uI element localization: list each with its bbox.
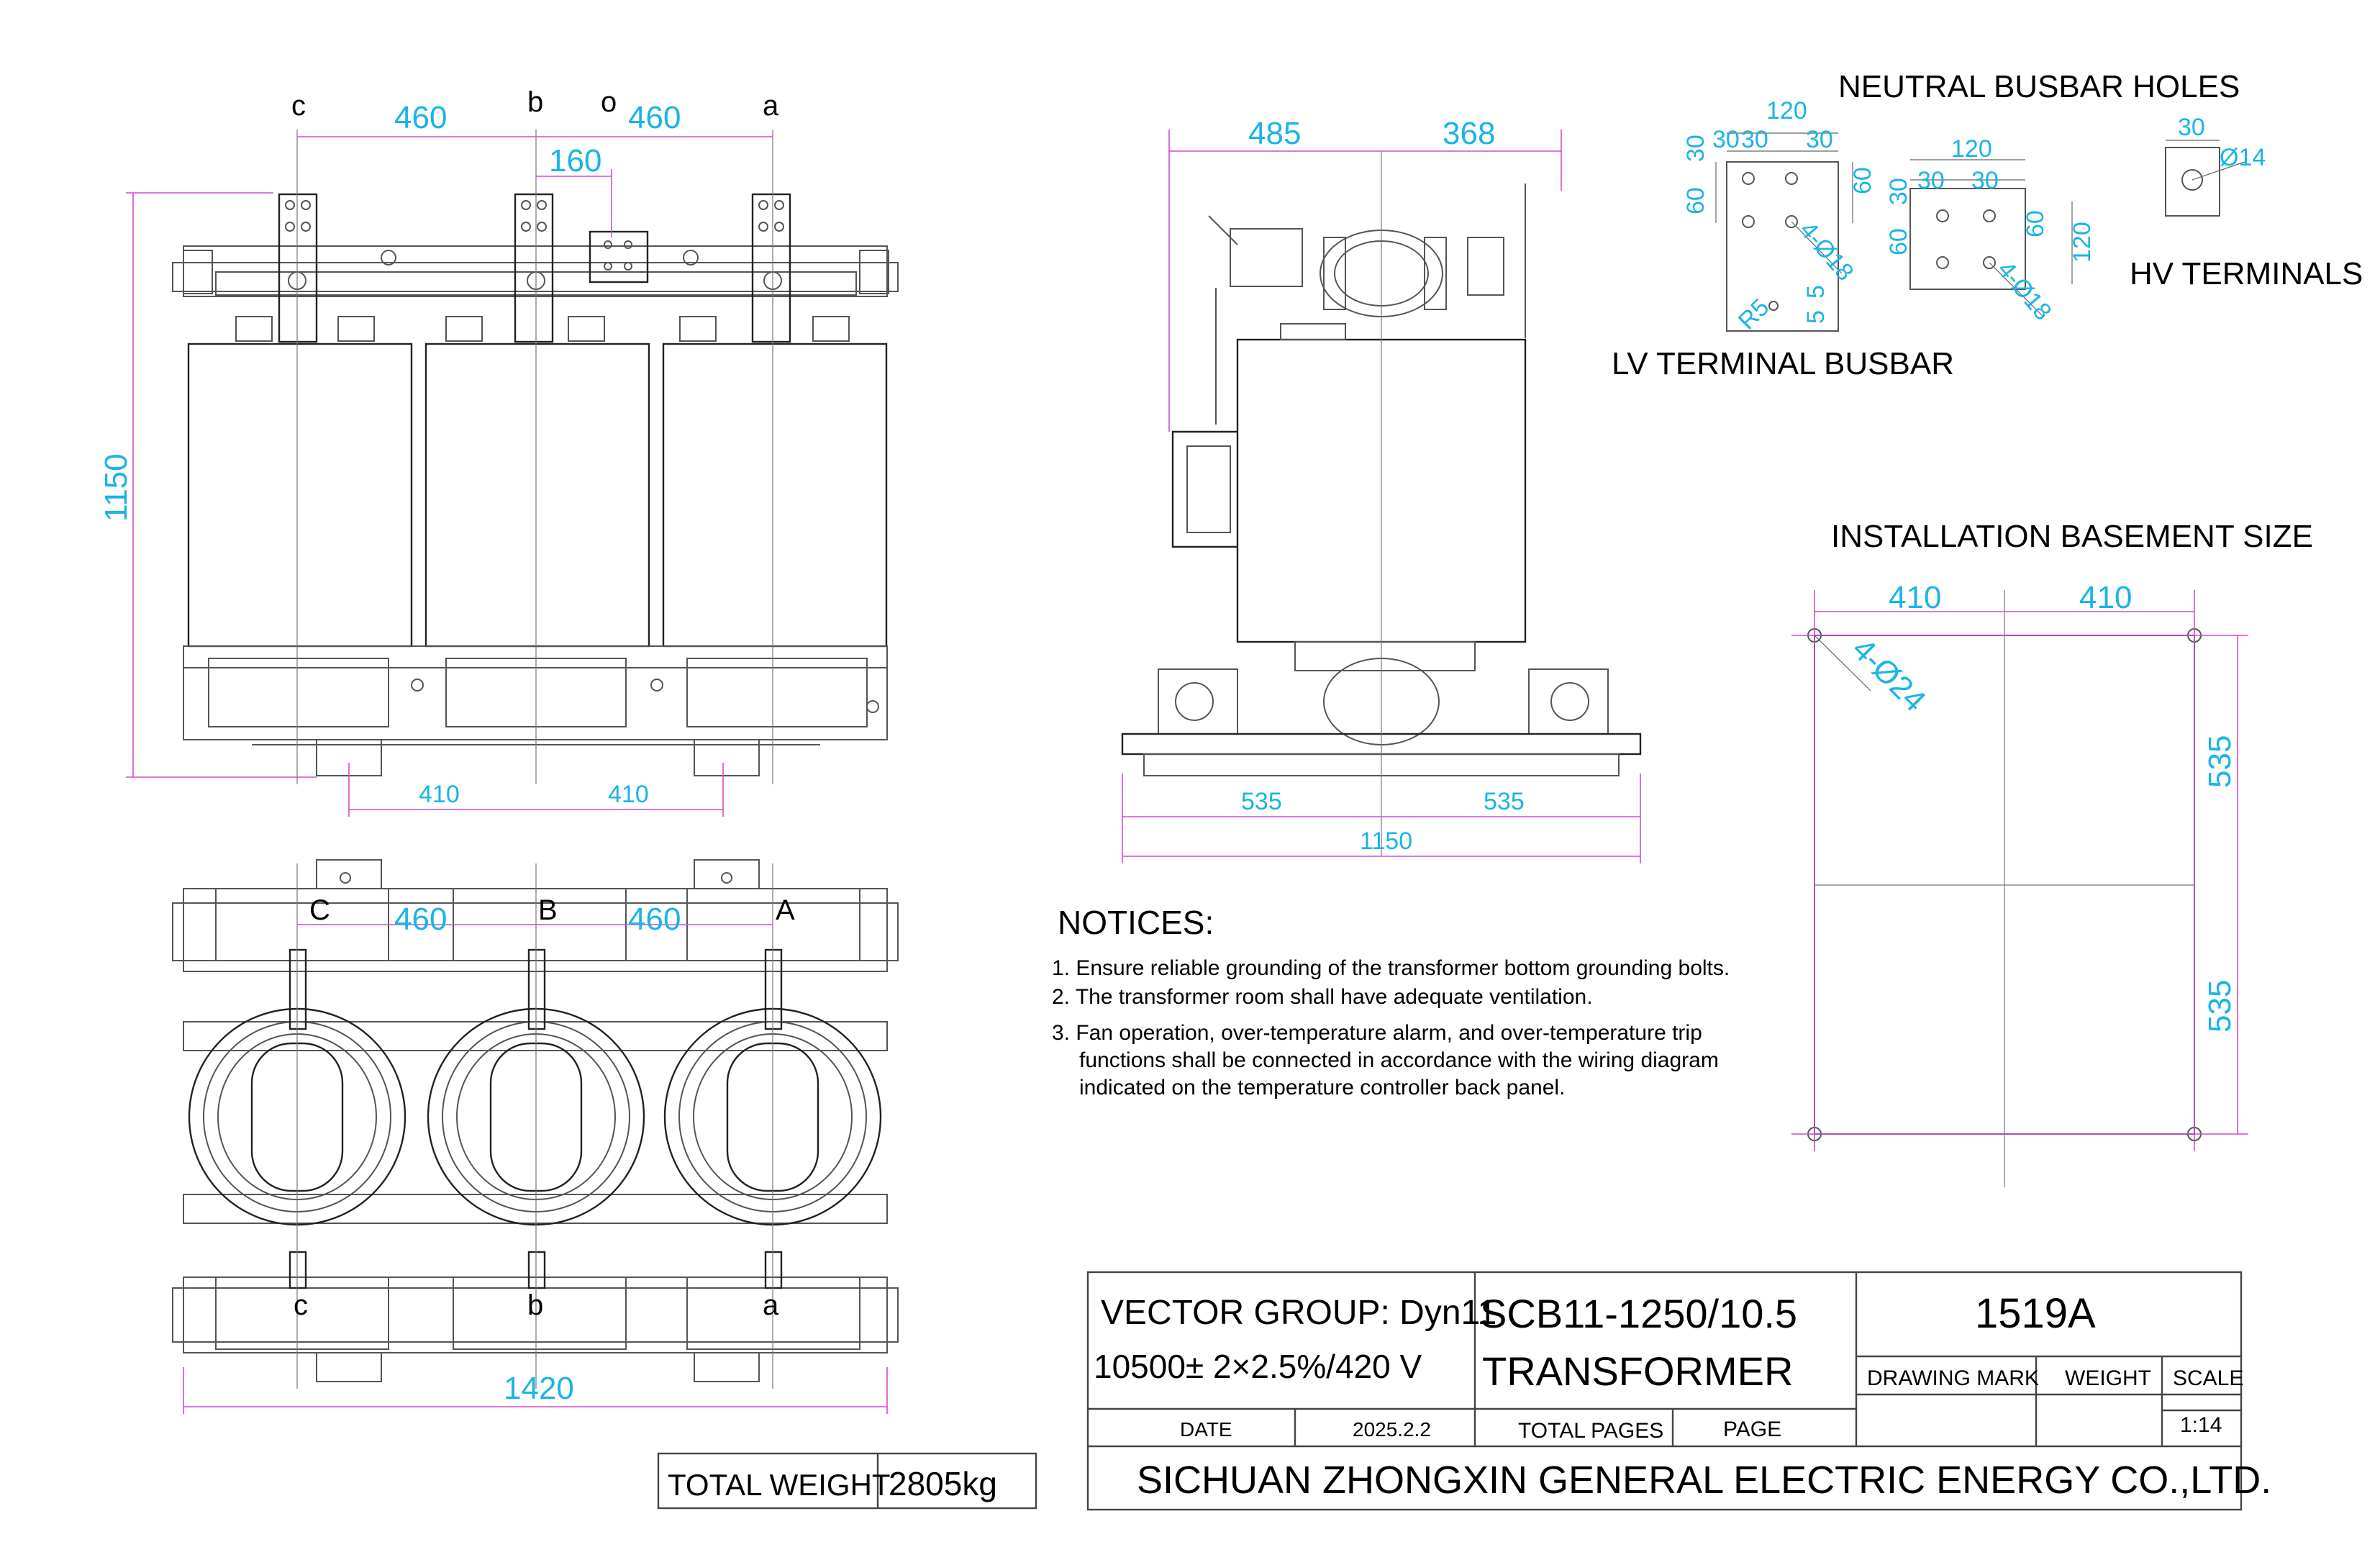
scale-label: SCALE bbox=[2173, 1366, 2243, 1390]
drawing-mark-label: DRAWING MARK bbox=[1867, 1366, 2039, 1390]
busbar-b-c1: 30 bbox=[1917, 167, 1945, 194]
dim-plan-length: 1420 bbox=[504, 1371, 574, 1406]
voltage-rating: 10500± 2×2.5%/420 V bbox=[1094, 1348, 1422, 1385]
busbar-a-width: 120 bbox=[1766, 97, 1807, 124]
dim-side-total: 1150 bbox=[1360, 827, 1412, 855]
title-block: VECTOR GROUP: Dyn11 10500± 2×2.5%/420 V … bbox=[1086, 1271, 2271, 1511]
hv-terminals-title: HV TERMINALS bbox=[2130, 256, 2363, 291]
phase-a-label: a bbox=[763, 90, 779, 122]
dim-side-base-left: 535 bbox=[1241, 788, 1282, 815]
total-weight-box: TOTAL WEIGHT 2805kg bbox=[657, 1452, 1037, 1510]
hv-label-c: C bbox=[309, 894, 330, 926]
notice-3: 3. Fan operation, over-temperature alarm… bbox=[1052, 1021, 1702, 1045]
dim-side-top-left: 485 bbox=[1248, 116, 1301, 151]
busbar-a-c2: 30 bbox=[1741, 126, 1768, 153]
phase-c-label: c bbox=[291, 90, 306, 122]
hv-terminals-detail: 30 Ø14 HV TERMINALS bbox=[2130, 114, 2363, 291]
busbar-a-c1: 30 bbox=[1712, 126, 1740, 153]
hv-label-b: B bbox=[538, 894, 558, 926]
dim-o: 160 bbox=[549, 143, 601, 178]
dim-side-base-right: 535 bbox=[1484, 788, 1525, 815]
dim-height: 1150 bbox=[99, 453, 134, 522]
busbar-a-h1: 30 bbox=[1682, 135, 1709, 162]
total-pages-label: TOTAL PAGES bbox=[1518, 1419, 1663, 1443]
phase-b-label: b bbox=[527, 86, 543, 118]
busbar-a-holes: 4-Ø18 bbox=[1794, 217, 1859, 286]
lv-label-b: b bbox=[527, 1289, 543, 1321]
vector-group: VECTOR GROUP: Dyn11 bbox=[1101, 1294, 1496, 1332]
drawing-number: 1519A bbox=[1975, 1290, 2096, 1337]
product-type: TRANSFORMER bbox=[1482, 1348, 1793, 1394]
installation-basement: INSTALLATION BASEMENT SIZE 410 410 4-Ø24… bbox=[1791, 519, 2313, 1187]
hv-terminal-hole: Ø14 bbox=[2220, 144, 2266, 171]
busbar-b-c2: 30 bbox=[1971, 167, 1999, 194]
dim-b-a: 460 bbox=[628, 100, 681, 135]
busbar-b-h1: 30 bbox=[1885, 178, 1912, 205]
front-view: c b o a 460 460 160 1150 410 410 bbox=[99, 86, 899, 817]
hv-label-a: A bbox=[776, 894, 795, 926]
basement-title: INSTALLATION BASEMENT SIZE bbox=[1831, 519, 2313, 554]
company-name: SICHUAN ZHONGXIN GENERAL ELECTRIC ENERGY… bbox=[1137, 1459, 2271, 1502]
basement-dim-right-top: 535 bbox=[2202, 735, 2238, 788]
neutral-busbar-title: NEUTRAL BUSBAR HOLES bbox=[1838, 69, 2240, 104]
lv-label-c: c bbox=[294, 1289, 308, 1321]
dim-base-right: 410 bbox=[608, 781, 649, 808]
date-value: 2025.2.2 bbox=[1353, 1418, 1431, 1441]
notice-3-cont-1: functions shall be connected in accordan… bbox=[1079, 1048, 1719, 1072]
notices: NOTICES: 1. Ensure reliable grounding of… bbox=[1052, 904, 1730, 1099]
dim-plan-right: 460 bbox=[628, 902, 681, 937]
notice-1: 1. Ensure reliable grounding of the tran… bbox=[1052, 956, 1730, 980]
scale-value: 1:14 bbox=[2180, 1413, 2222, 1437]
page-label: PAGE bbox=[1723, 1418, 1781, 1441]
dim-c-b: 460 bbox=[394, 100, 447, 135]
lv-terminal-busbar-title: LV TERMINAL BUSBAR bbox=[1612, 346, 1954, 381]
phase-o-label: o bbox=[601, 86, 617, 118]
total-weight-value: 2805kg bbox=[889, 1465, 997, 1502]
notice-3-cont-2: indicated on the temperature controller … bbox=[1079, 1076, 1565, 1099]
busbar-a-radius: R5 bbox=[1733, 294, 1775, 335]
busbar-b-holes: 4-Ø18 bbox=[1992, 256, 2057, 326]
busbar-b-h3: 60 bbox=[2022, 210, 2049, 237]
dim-plan-left: 460 bbox=[394, 902, 447, 937]
weight-label: WEIGHT bbox=[2065, 1366, 2151, 1390]
model-number: SCB11-1250/10.5 bbox=[1480, 1291, 1797, 1336]
plan-view: C B A 460 460 c b a 1420 bbox=[172, 859, 899, 1414]
busbar-a-h2: 60 bbox=[1682, 187, 1709, 214]
notices-title: NOTICES: bbox=[1058, 904, 1214, 941]
busbar-a-h3: 60 bbox=[1849, 167, 1876, 194]
lv-label-a: a bbox=[763, 1289, 779, 1321]
notice-2: 2. The transformer room shall have adequ… bbox=[1052, 985, 1593, 1009]
busbar-b-width: 120 bbox=[1951, 135, 1992, 163]
basement-holes: 4-Ø24 bbox=[1845, 631, 1932, 718]
busbar-a-s2: 5 bbox=[1802, 310, 1830, 324]
busbar-b-h4: 120 bbox=[2068, 222, 2096, 263]
busbar-a-s1: 5 bbox=[1802, 285, 1830, 299]
neutral-busbar-holes: NEUTRAL BUSBAR HOLES 120 30 30 30 30 60 … bbox=[1612, 69, 2240, 381]
busbar-b-h2: 60 bbox=[1885, 228, 1912, 255]
dim-side-top-right: 368 bbox=[1443, 116, 1495, 151]
dim-base-left: 410 bbox=[419, 781, 460, 808]
basement-dim-right-bottom: 535 bbox=[2202, 980, 2238, 1033]
busbar-a-c3: 30 bbox=[1806, 126, 1833, 153]
total-weight-label: TOTAL WEIGHT bbox=[668, 1468, 891, 1502]
side-view: 485 368 535 535 1150 bbox=[1121, 116, 1642, 863]
date-label: DATE bbox=[1180, 1418, 1232, 1441]
basement-dim-top-right: 410 bbox=[2079, 580, 2132, 615]
basement-dim-top-left: 410 bbox=[1889, 580, 1941, 615]
hv-terminal-width: 30 bbox=[2178, 114, 2205, 141]
